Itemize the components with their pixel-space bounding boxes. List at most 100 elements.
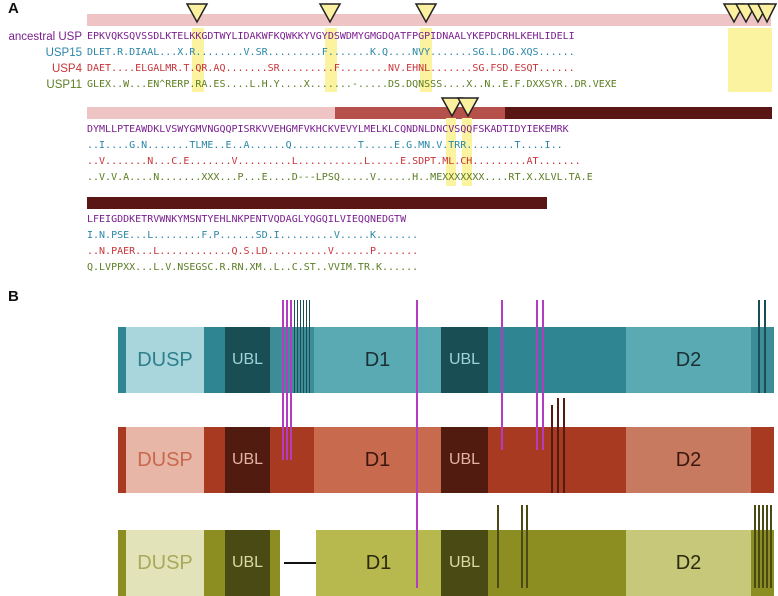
domain-label: UBL <box>231 554 264 571</box>
tick-mark <box>309 300 310 393</box>
domain-label: UBL <box>448 451 481 468</box>
secondary-structure-bar-2c <box>505 107 772 119</box>
tick-mark <box>563 398 565 493</box>
name-usp4: USP4 <box>51 63 82 75</box>
ubl-domain <box>441 530 488 596</box>
triangle-marker-icon <box>414 3 438 24</box>
alignment-block-2: DYMLLPTEAWDKLVSWYGMVNGQQPISRKVVEHGMFVKHC… <box>87 122 593 186</box>
seq-usp11: ..V.V.A....N.......XXX...P...E....D---LP… <box>87 172 593 183</box>
d2-domain <box>626 530 751 596</box>
domain-label: UBL <box>231 451 264 468</box>
tick-mark <box>497 505 499 588</box>
tick-mark <box>297 300 298 393</box>
highlight-column <box>420 28 432 92</box>
terminal-segment <box>118 530 126 596</box>
highlight-column <box>728 28 772 92</box>
tick-mark <box>758 300 760 393</box>
seq-usp4: DAET....ELGALMR.T.QR.AQ.......SR........… <box>87 63 575 74</box>
highlight-column <box>325 28 337 92</box>
tick-mark <box>303 300 304 393</box>
seq-usp15: I.N.PSE...L........F.P......SD.I........… <box>87 230 419 241</box>
linker-segment <box>204 327 225 393</box>
linker-segment <box>488 327 626 393</box>
alignment-block-1: EPKVQKSQVSSDLKTELKKGDTWYLIDAKWFKQWKKYVGY… <box>87 29 617 93</box>
secondary-structure-bar-2a <box>87 107 335 119</box>
dusp-domain <box>126 530 204 596</box>
name-ancestral: ancestral USP <box>8 31 82 43</box>
seq-usp15: ..I....G.N.......TLME..E..A......Q......… <box>87 140 563 151</box>
terminal-segment <box>118 427 126 493</box>
d1-domain <box>316 530 441 596</box>
tick-mark <box>557 398 559 493</box>
tick-mark <box>758 505 760 588</box>
tick-mark <box>294 300 295 393</box>
sequence-names: ancestral USP USP15 USP4 USP11 <box>0 29 82 93</box>
domain-label: D1 <box>364 349 391 371</box>
secondary-structure-bar-1 <box>87 14 771 26</box>
domain-row-usp11: DUSP UBL D1 UBL D2 <box>118 530 774 596</box>
secondary-structure-bar-2b <box>335 107 505 119</box>
domain-label: D1 <box>364 449 391 471</box>
triangle-marker-icon <box>185 3 209 24</box>
domain-label: D1 <box>365 552 392 574</box>
tick-mark <box>526 505 528 588</box>
triangle-marker-icon <box>440 97 464 118</box>
domain-label: DUSP <box>137 552 193 574</box>
seq-usp11: GLEX..W...EN^RERP.RA.ES....L.H.Y....X...… <box>87 79 617 90</box>
panel-a-label: A <box>8 0 19 17</box>
domain-label: UBL <box>448 554 481 571</box>
tick-mark <box>764 300 766 393</box>
seq-ancestral: EPKVQKSQVSSDLKTELKKGDTWYLIDAKWFKQWKKYVGY… <box>87 31 575 42</box>
d1-domain <box>314 427 441 493</box>
seq-ancestral: DYMLLPTEAWDKLVSWYGMVNGQQPISRKVVEHGMFVKHC… <box>87 124 569 135</box>
magenta-line <box>282 300 284 460</box>
linker-segment <box>751 427 774 493</box>
magenta-line <box>501 300 503 450</box>
tick-mark <box>521 505 523 588</box>
gap-line <box>284 562 316 564</box>
d2-domain <box>626 327 751 393</box>
d1-domain <box>314 327 441 393</box>
tick-mark <box>551 405 553 493</box>
domain-label: D2 <box>675 449 702 471</box>
magenta-line <box>286 300 288 460</box>
seq-usp4: ..V.......N...C.E.......V.........L.....… <box>87 156 581 167</box>
ubl-domain <box>225 327 270 393</box>
secondary-structure-bar-3 <box>87 197 547 209</box>
linker-segment <box>270 530 280 596</box>
domain-label: D2 <box>675 552 702 574</box>
terminal-segment <box>118 327 126 393</box>
panel-b-label: B <box>8 288 19 305</box>
ubl-domain <box>441 427 488 493</box>
domain-row-usp15: DUSP UBL D1 UBL D2 <box>118 327 774 393</box>
highlight-column <box>446 118 456 186</box>
alignment-block-3: LFEIGDDKETRVWNKYMSNTYEHLNKPENTVQDAGLYQGQ… <box>87 212 418 276</box>
triangle-marker-icon <box>318 3 342 24</box>
name-usp15: USP15 <box>45 47 82 59</box>
d2-domain <box>626 427 751 493</box>
magenta-line <box>416 300 418 588</box>
triangle-marker-icon <box>756 3 778 24</box>
magenta-line <box>542 300 544 450</box>
dusp-domain <box>126 427 204 493</box>
linker-segment <box>204 530 225 596</box>
seq-usp4: ..N.PAER...L............Q.S.LD..........… <box>87 246 419 257</box>
tick-mark <box>300 300 301 393</box>
highlight-column <box>462 118 472 186</box>
domain-row-usp4: DUSP UBL D1 UBL D2 <box>118 427 774 493</box>
highlight-column <box>192 28 204 92</box>
ubl-domain <box>225 427 270 493</box>
triangle-marker-icon <box>456 97 480 118</box>
tick-mark <box>306 300 307 393</box>
tick-mark <box>766 505 768 588</box>
tick-mark <box>762 505 764 588</box>
domain-label: UBL <box>231 351 264 368</box>
domain-label: DUSP <box>137 449 193 471</box>
magenta-line <box>290 300 292 460</box>
domain-label: DUSP <box>137 349 193 371</box>
ubl-domain <box>225 530 270 596</box>
dusp-domain <box>126 327 204 393</box>
tick-mark <box>770 505 772 588</box>
ubl-domain <box>441 327 488 393</box>
linker-segment <box>488 530 626 596</box>
